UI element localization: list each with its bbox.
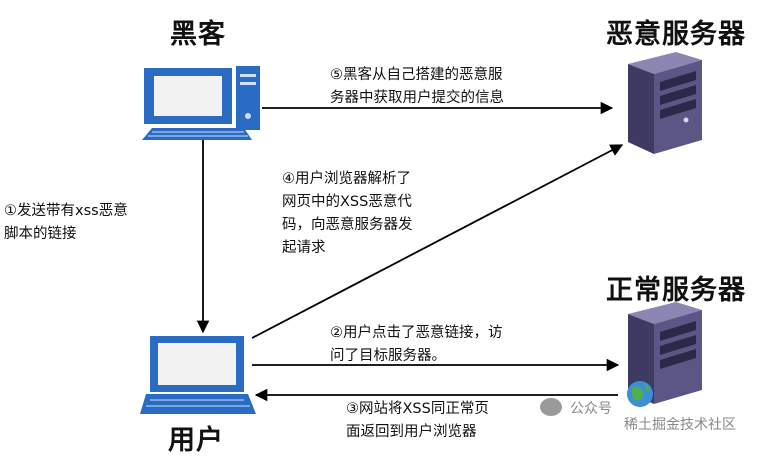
step1-label: ①发送带有xss恶意 脚本的链接 (4, 203, 128, 242)
chat-bubble-icon (540, 398, 562, 416)
step4-label: ④用户浏览器解析了 网页中的XSS恶意代 码，向恶意服务器发 起请求 (282, 171, 413, 256)
watermark-platform: 公众号 (570, 401, 612, 417)
server-tower-icon (628, 52, 702, 154)
watermark: 公众号 稀土掘金技术社区 (540, 396, 780, 436)
server-tower-globe-icon (627, 302, 702, 407)
flow-arrows (196, 101, 624, 402)
malicious-server-title: 恶意服务器 (606, 19, 746, 50)
step3-label: ③网站将XSS同正常页 面返回到用户浏览器 (346, 401, 489, 440)
normal-server-title: 正常服务器 (606, 275, 746, 306)
desktop-computer-icon (142, 66, 260, 140)
watermark-account: 稀土掘金技术社区 (624, 417, 736, 433)
step2-label: ②用户点击了恶意链接，访 问了目标服务器。 (330, 325, 503, 364)
step5-label: ⑤黑客从自己搭建的恶意服 务器中获取用户提交的信息 (330, 67, 504, 106)
hacker-title: 黑客 (170, 19, 226, 50)
arrow-step4 (251, 144, 624, 339)
laptop-computer-icon (140, 336, 256, 414)
